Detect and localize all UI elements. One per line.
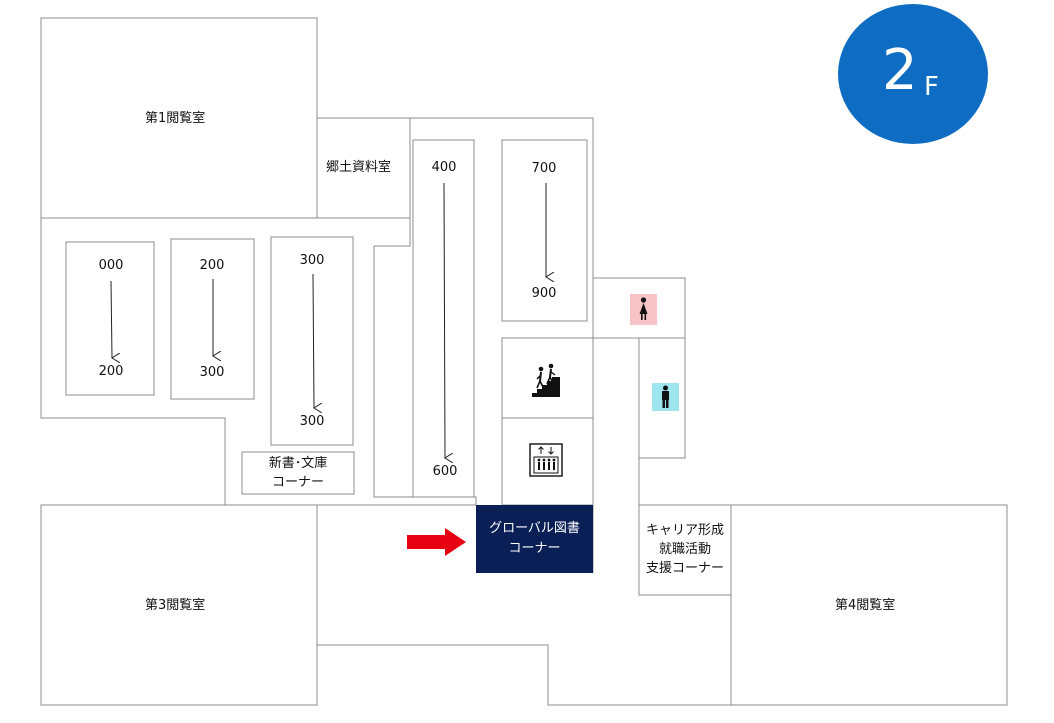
room-reading-4[interactable] [730,504,1008,706]
shelf-000-200[interactable] [65,241,155,396]
room-local-history-label: 郷土資料室 [326,160,392,175]
shelf-arrow [443,182,445,458]
stairs-area[interactable] [501,337,594,419]
shelf-to-label: 600 [432,464,458,479]
room-reading-3[interactable] [40,504,318,706]
shelf-arrow [312,273,314,408]
restroom-men-icon [652,383,679,411]
shinsho-label-2: コーナー [271,475,324,490]
global-label-1: グローバル図書 [489,521,580,536]
shelf-300-300[interactable] [270,236,354,446]
career-label-3: 支援コーナー [645,561,724,576]
room-reading-4-label: 第4閲覧室 [835,598,896,613]
stairs-icon [532,363,560,397]
shelf-to-label: 300 [199,365,225,380]
shelf-to-label: 200 [98,364,124,379]
global-label-2: コーナー [508,541,561,556]
shelf-200-300[interactable] [170,238,255,400]
shelf-from-label: 400 [431,160,457,175]
shelf-to-label: 300 [299,414,325,429]
restroom-women-icon [630,294,657,325]
shelf-from-label: 300 [299,253,325,268]
restroom-men-area[interactable] [638,337,686,459]
career-label-1: キャリア形成 [645,523,724,538]
elevator-icon [529,443,563,477]
floor-badge: 2 F [838,4,988,144]
shelf-400-600[interactable] [412,139,475,498]
shelf-arrow [110,280,112,358]
floor-number: 2 [882,38,918,103]
room-reading-3-label: 第3閲覧室 [145,598,206,613]
shelf-to-label: 900 [531,286,557,301]
shinsho-corner[interactable] [241,451,355,495]
shinsho-label-1: 新書･文庫 [268,456,328,471]
red-arrow-icon [407,528,466,556]
career-label-2: 就職活動 [658,542,711,557]
shelf-from-label: 000 [98,258,124,273]
shelf-from-label: 700 [531,161,557,176]
elevator-area[interactable] [501,417,594,506]
shelf-from-label: 200 [199,258,225,273]
shelf-700-900[interactable] [501,139,588,322]
global-books-corner[interactable]: グローバル図書 コーナー [476,505,593,573]
room-reading-1-label: 第1閲覧室 [145,111,206,126]
floor-suffix: F [924,72,939,102]
